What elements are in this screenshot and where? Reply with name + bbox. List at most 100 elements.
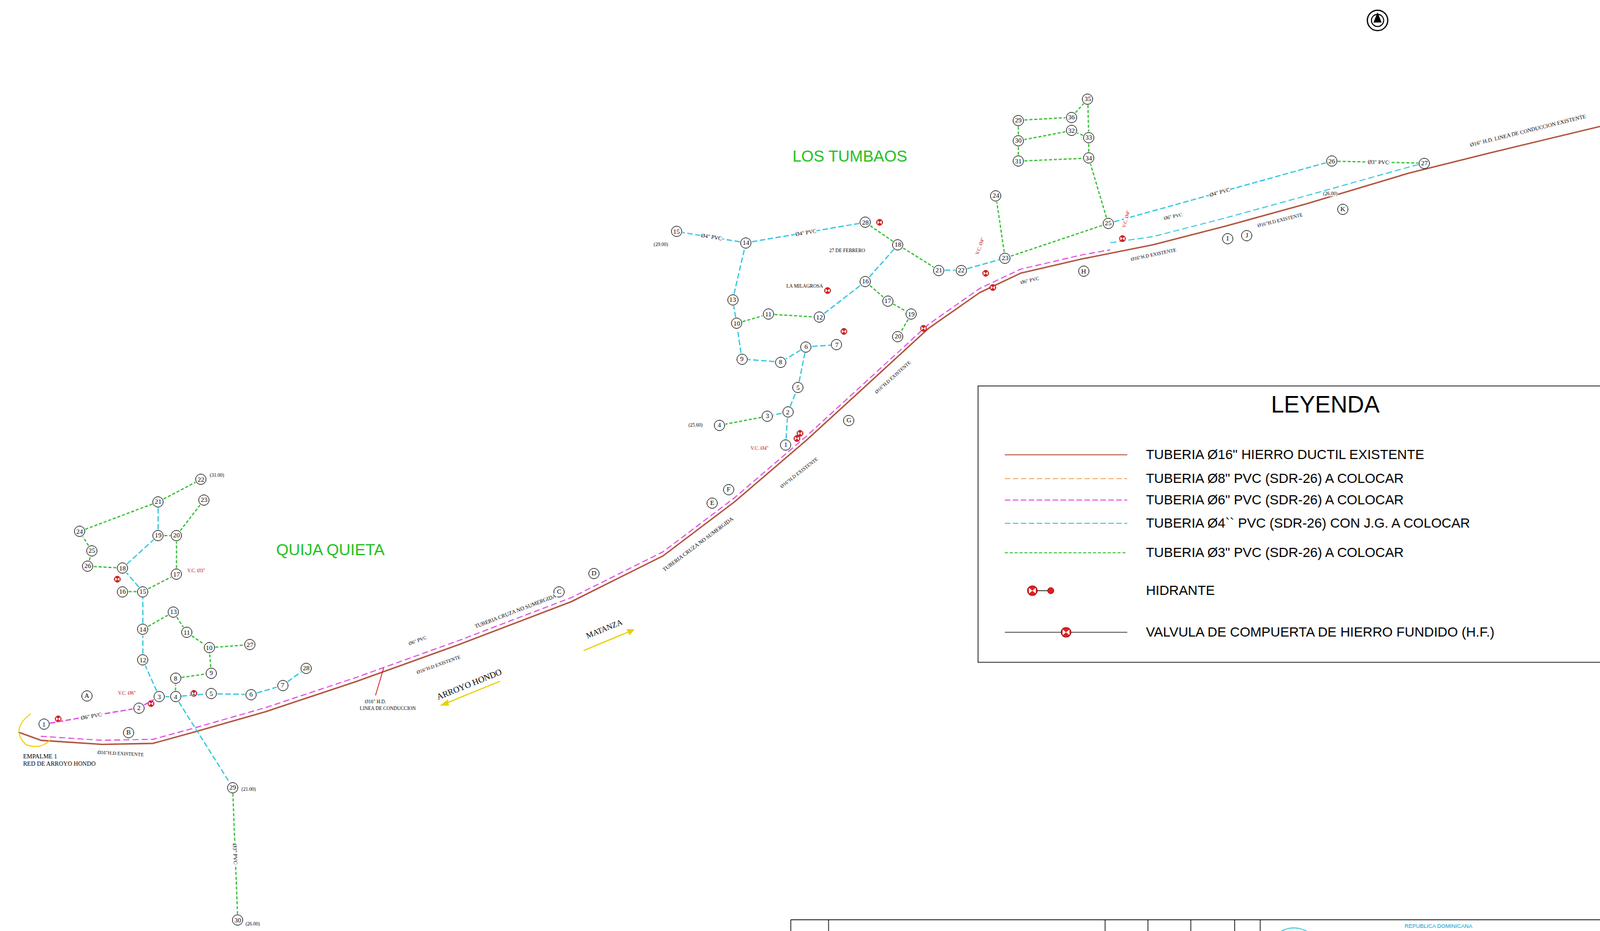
pipe-line [1090,164,1107,218]
node-number: 16 [118,588,126,596]
pipe-line [799,352,805,382]
pipe-line [751,223,860,242]
valve-pipe [1004,632,1128,634]
map-label: Ø16" H.D. [364,699,387,705]
valve-gate [797,431,803,436]
node-number: 7 [281,682,285,689]
map-label: (29.00) [653,242,669,248]
new-6in-pipe [41,249,1111,741]
node-number: 24 [75,528,83,536]
junction-circle: G [843,415,855,427]
pipe-label: Ø3" PVC [231,842,239,866]
legend-text: TUBERIA Ø8" PVC (SDR-26) A COLOCAR [1145,470,1404,486]
valve-gate [841,329,847,334]
legend-line [1004,499,1128,501]
junction-circle: 23 [999,252,1011,264]
valve-symbol [114,576,121,583]
pipe-line [682,232,741,242]
pipe-line [903,247,934,267]
junction-circle: 17 [882,295,894,307]
junction-circle: 31 [1012,155,1024,167]
node-number: 9 [740,355,744,363]
junction-circle: 11 [762,308,774,320]
pipe-line [191,636,204,645]
junction-circle: 13 [167,606,179,618]
node-number: 13 [170,608,177,616]
valve-body [1061,627,1071,638]
node-number: 10 [733,320,741,327]
legend-text: TUBERIA Ø16" HIERRO DUCTIL EXISTENTE [1145,447,1424,463]
legend-text: TUBERIA Ø6" PVC (SDR-26) A COLOCAR [1145,492,1404,508]
hydrant-stem [1032,590,1051,591]
valve-symbol [824,287,831,294]
pipe-line [175,684,177,691]
junction-circle: 24 [990,190,1002,202]
valve-gate [1120,236,1125,241]
map-label: (26.00) [244,921,261,928]
node-number: 20 [173,532,181,539]
map-label: LINEA DE CONDUCCION [359,706,417,713]
connection-loop [18,713,51,748]
pipe-line [1337,161,1419,164]
junction-circle: B [123,727,135,739]
junction-circle: 35 [1081,93,1093,105]
junction-circle: 16 [859,276,871,288]
valve-gate [55,717,61,721]
node-number: 31 [1015,157,1022,165]
node-number: G [846,416,852,424]
pipe-line [181,694,206,697]
north-arrow [1367,10,1388,31]
junction-circle: H [1078,265,1090,277]
main-pipe [18,126,1600,746]
junction-circle: 26 [1326,155,1338,167]
pipe-line [733,306,736,318]
junction-circle: 2 [782,406,794,418]
valve-gate [1062,629,1070,636]
node-number: 23 [1001,254,1009,262]
junction-circle: 9 [736,353,748,365]
junction-circle: F [723,484,735,496]
junction-circle: 5 [792,382,804,394]
pipe-line [82,537,89,547]
flow-arrow [583,630,633,651]
map-label: Ø16" H.D. LINEA DE CONDUCCION EXISTENTE [1468,113,1587,149]
new-4in-pipe [1110,162,1429,244]
pipe-line [785,350,801,360]
valve-body [1119,235,1126,242]
pipe-line [175,541,177,569]
map-label: LEYENDA [1270,392,1381,419]
junction-circle: 8 [775,356,787,369]
node-number: 29 [229,784,236,792]
node-number: 3 [765,412,770,420]
junction-circle: 15 [137,586,149,598]
node-number: 33 [1085,134,1093,141]
node-number: 17 [173,571,181,579]
valve-body [876,219,883,226]
junction-circle: 23 [198,494,210,506]
node-number: F [726,486,731,493]
legend-text: TUBERIA Ø4`` PVC (SDR-26) CON J.G. A COL… [1145,516,1470,531]
legend-line [1004,522,1128,525]
junction-circle: 11 [181,627,193,639]
junction-circle: 18 [892,239,904,251]
junction-circle: 6 [800,341,812,353]
pipe-line [148,615,169,627]
junction-circle: 28 [300,663,312,675]
valve-gate [1029,587,1037,594]
node-number: 18 [118,565,126,572]
valve-body [989,284,996,291]
pipe-line [996,202,1005,253]
node-number: 8 [173,675,178,683]
legend-sample [1004,492,1128,508]
junction-circle: 32 [1066,124,1078,136]
legend-sample [1004,583,1128,599]
junction-circle: 29 [227,782,239,794]
junction-circle: 5 [205,688,217,700]
junction-circle: 7 [830,339,842,351]
junction-circle: 27 [244,639,256,651]
legend-sample [1004,447,1128,463]
node-number: 36 [1067,113,1075,121]
junction-circle: 17 [170,568,182,580]
junction-circle: 4 [170,691,182,703]
